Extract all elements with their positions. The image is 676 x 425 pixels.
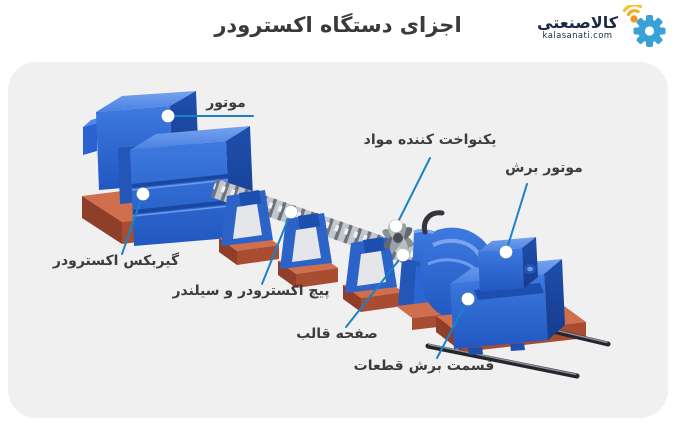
brand-name: کالاصنعتی (537, 13, 618, 33)
signal-waves-icon (622, 5, 643, 23)
brand-logo: کالاصنعتی kalasanati.com (537, 5, 668, 51)
page-title: اجزای دستگاه اکسترودر (214, 13, 462, 37)
diagram-card (8, 62, 668, 418)
brand-gear-icon (622, 5, 666, 47)
brand-logo-text: کالاصنعتی kalasanati.com (537, 13, 618, 41)
gear-icon (633, 15, 666, 47)
brand-domain: kalasanati.com (542, 30, 613, 41)
